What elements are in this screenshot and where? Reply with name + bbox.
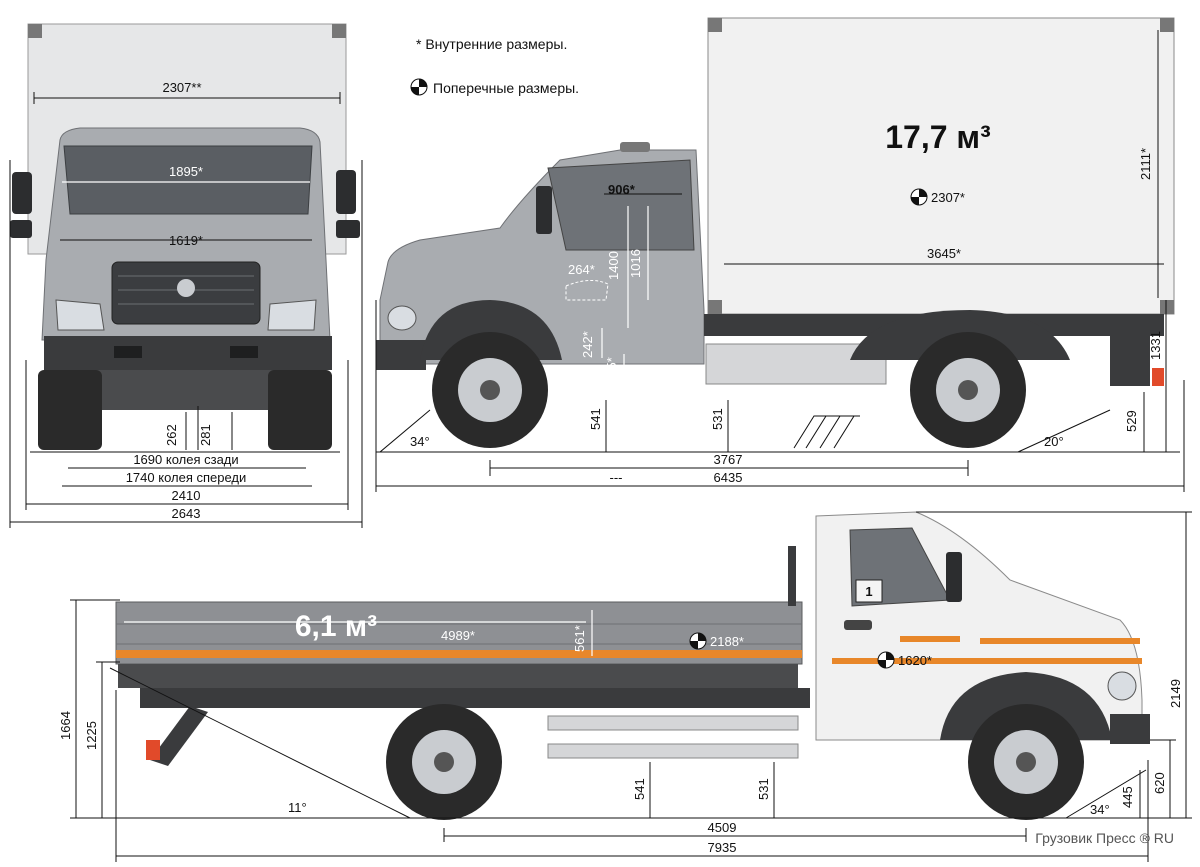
- front-left-wheel: [38, 370, 102, 450]
- van-step-531-label: 531: [710, 408, 725, 430]
- front-box-corner: [332, 24, 346, 38]
- flatbed-side-guard-2: [547, 743, 799, 759]
- flatbed-side-view: 6,1 м³ 4989* 561* 2188* 1: [58, 511, 1192, 862]
- van-seat-depth-label: 264*: [568, 262, 595, 277]
- flatbed-step-541-label: 541: [632, 778, 647, 800]
- left-headlight: [55, 299, 105, 331]
- van-cab-height-1016-label: 1016: [628, 249, 643, 278]
- flatbed-side-height-label: 561*: [572, 625, 587, 652]
- right-mirror: [336, 170, 356, 214]
- door-handle: [844, 620, 872, 630]
- front-windshield: [63, 145, 313, 215]
- front-box-width-label: 2307**: [162, 80, 201, 95]
- left-mirror: [12, 172, 32, 214]
- flatbed-cab-width-label: 1620*: [898, 653, 932, 668]
- van-seat-245-label: 245*: [604, 357, 619, 384]
- cab-door-number-plate: [855, 579, 883, 603]
- clearance-262-label: 262: [164, 424, 179, 446]
- van-volume-label: 17,7 м³: [885, 119, 991, 155]
- flatbed-headlight: [1107, 671, 1137, 701]
- van-box-length-label: 3645*: [927, 246, 961, 261]
- flatbed-departure-angle-label: 11°: [288, 800, 307, 815]
- front-bumper: [44, 336, 332, 370]
- van-rear-529-label: 529: [1124, 410, 1139, 432]
- flatbed-mirror: [946, 552, 962, 602]
- van-step-541-label: 541: [588, 408, 603, 430]
- flatbed-tail-light: [146, 740, 160, 760]
- legend: * Внутренние размеры. Поперечные размеры…: [410, 36, 579, 96]
- flatbed-overall-height-label: 2149: [1168, 679, 1183, 708]
- left-mirror-lower: [10, 220, 32, 238]
- cab-orange-stripe: [832, 658, 1142, 664]
- flatbed-front-445-label: 445: [1120, 786, 1135, 808]
- van-departure-angle-label: 20°: [1044, 434, 1064, 449]
- headboard-post: [788, 546, 796, 606]
- transverse-symbol-icon: [410, 78, 428, 96]
- van-unknown-mark: ---: [610, 470, 623, 485]
- flatbed-bed-width-label: 2188*: [710, 634, 744, 649]
- flatbed-approach-angle-label: 34°: [1090, 802, 1110, 817]
- van-cab-height-1400-label: 1400: [606, 251, 621, 280]
- watermark: Грузовик Пресс ® RU: [1035, 830, 1174, 846]
- front-view: 2307** 1895* 1619* 262 281 1690 колея сз…: [9, 23, 363, 528]
- van-length-label: 6435: [714, 470, 743, 485]
- flatbed-orange-stripe: [116, 650, 802, 658]
- flatbed-bumper: [1110, 714, 1150, 744]
- van-frame-1331-label: 1331: [1148, 331, 1163, 360]
- van-rear-guard: [1110, 330, 1150, 386]
- flatbed-wheelbase-label: 4509: [708, 820, 737, 835]
- van-cab-inner-width-label: 906*: [608, 182, 636, 197]
- van-cab-window: [547, 159, 695, 251]
- van-seat-242-label: 242*: [580, 331, 595, 358]
- width-total-label: 2643: [172, 506, 201, 521]
- flatbed-step-531-label: 531: [756, 778, 771, 800]
- flatbed-front-620-label: 620: [1152, 772, 1167, 794]
- flatbed-height-1225-label: 1225: [84, 721, 99, 750]
- front-box-corner: [28, 24, 42, 38]
- right-mirror-lower: [336, 220, 360, 238]
- van-roof-light: [620, 142, 650, 152]
- internal-note: * Внутренние размеры.: [416, 36, 567, 52]
- ground-hatch-icon: [793, 415, 860, 449]
- clearance-281-label: 281: [198, 424, 213, 446]
- brand-logo-icon: [177, 279, 195, 297]
- flatbed-rear-strut: [150, 706, 208, 766]
- van-tail-light: [1152, 368, 1164, 386]
- transverse-symbol-icon: [877, 651, 895, 669]
- van-box-width-label: 2307*: [931, 190, 965, 205]
- flatbed-bed-length-label: 4989*: [441, 628, 475, 643]
- van-wheelbase-label: 3767: [714, 452, 743, 467]
- front-cab-width2-label: 1619*: [169, 233, 203, 248]
- width-body-label: 2410: [172, 488, 201, 503]
- seat-outline: [565, 280, 609, 301]
- front-cab-width-label: 1895*: [169, 164, 203, 179]
- van-box: [707, 17, 1175, 315]
- front-right-wheel: [268, 370, 332, 450]
- van-mirror: [536, 186, 552, 234]
- van-bumper: [376, 340, 426, 370]
- flatbed-height-1664-label: 1664: [58, 711, 73, 740]
- van-headlight: [387, 305, 417, 331]
- cab-door-number: 1: [865, 584, 872, 599]
- flatbed-length-label: 7935: [708, 840, 737, 855]
- transverse-symbol-icon: [910, 188, 928, 206]
- van-approach-angle-label: 34°: [410, 434, 430, 449]
- transverse-note: Поперечные размеры.: [433, 80, 579, 96]
- track-rear-label: 1690 колея сзади: [133, 452, 238, 467]
- track-front-label: 1740 колея спереди: [126, 470, 247, 485]
- transverse-symbol-icon: [689, 632, 707, 650]
- flatbed-bed-base: [118, 664, 798, 688]
- van-box-height-label: 2111*: [1138, 148, 1153, 180]
- flatbed-volume-label: 6,1 м³: [295, 610, 377, 643]
- right-headlight: [267, 299, 317, 331]
- flatbed-side-guard-1: [547, 715, 799, 731]
- flatbed-chassis: [140, 688, 810, 708]
- van-side-view: 17,7 м³ 2307* 3645* 2111*: [375, 17, 1185, 492]
